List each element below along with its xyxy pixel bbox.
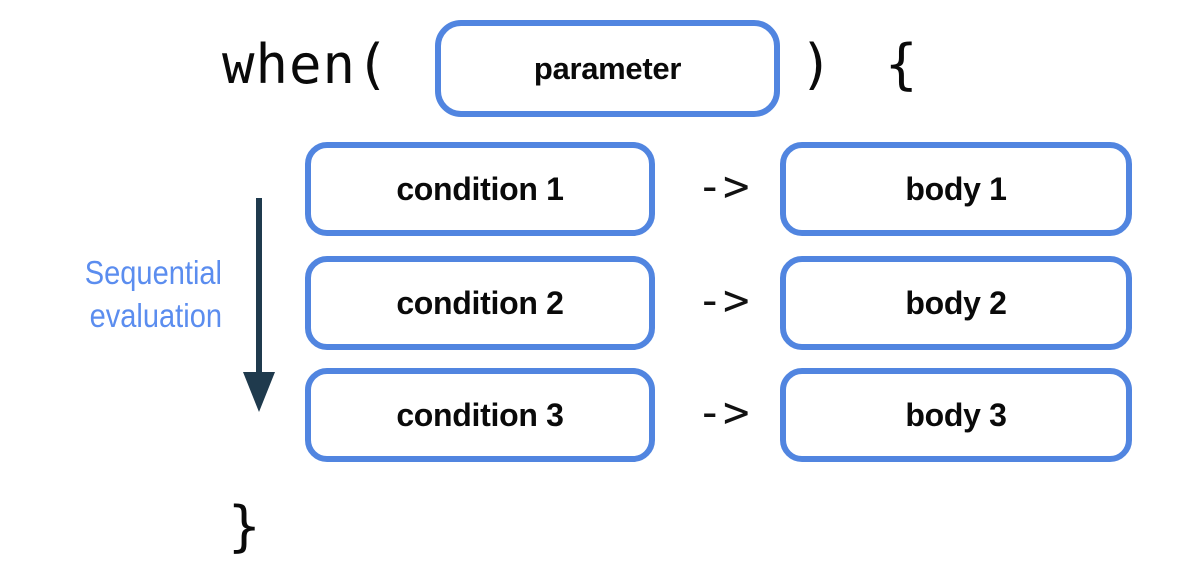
- condition-label-1: condition 1: [396, 170, 564, 207]
- parameter-box[interactable]: parameter: [435, 20, 780, 117]
- body-box-3[interactable]: body 3: [780, 368, 1132, 462]
- sequential-evaluation-label: Sequential evaluation: [35, 252, 222, 338]
- branch-arrow-icon-1: ->: [696, 161, 750, 212]
- when-keyword-text: when(: [222, 33, 390, 96]
- condition-label-2: condition 2: [396, 284, 564, 321]
- condition-box-2[interactable]: condition 2: [305, 256, 655, 350]
- condition-label-3: condition 3: [396, 396, 564, 433]
- body-label-2: body 2: [905, 284, 1007, 321]
- closing-brace-text: }: [228, 495, 261, 558]
- condition-box-3[interactable]: condition 3: [305, 368, 655, 462]
- close-paren-open-brace-text: ) {: [800, 33, 928, 96]
- branch-arrow-icon-2: ->: [696, 275, 750, 326]
- body-box-1[interactable]: body 1: [780, 142, 1132, 236]
- downward-arrow-icon: [243, 198, 275, 412]
- body-label-1: body 1: [905, 170, 1007, 207]
- condition-box-1[interactable]: condition 1: [305, 142, 655, 236]
- parameter-label: parameter: [533, 50, 682, 86]
- sequential-evaluation-line-2: evaluation: [89, 296, 222, 334]
- body-label-3: body 3: [905, 396, 1007, 433]
- branch-arrow-icon-3: ->: [696, 387, 750, 438]
- body-box-2[interactable]: body 2: [780, 256, 1132, 350]
- sequential-evaluation-line-1: Sequential: [84, 254, 222, 291]
